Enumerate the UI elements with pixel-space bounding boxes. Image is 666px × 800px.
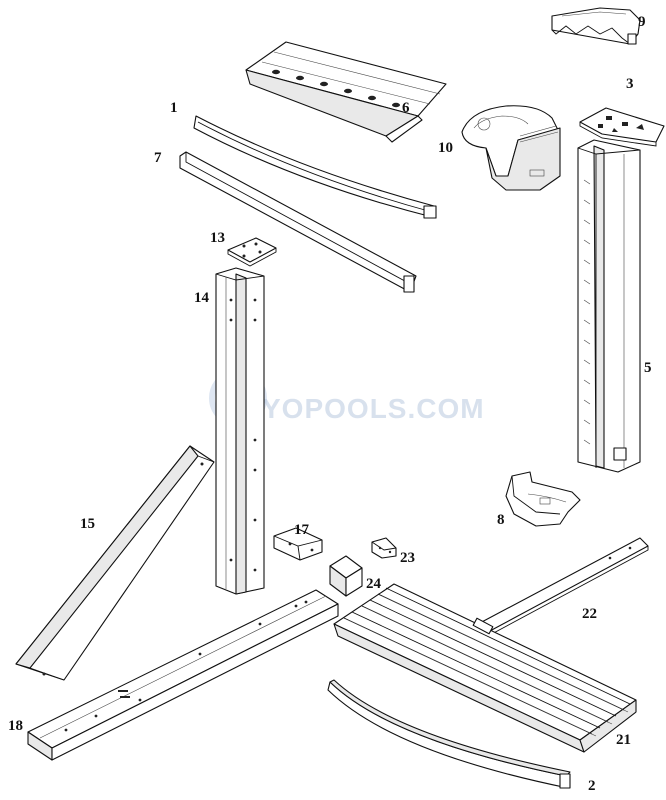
watermark-text: INYOPOOLS.COM	[232, 393, 485, 424]
part-6-drawing	[245, 41, 447, 143]
part-10-drawing	[461, 105, 561, 191]
callout-15: 15	[80, 516, 95, 532]
part-13-drawing	[227, 237, 277, 267]
callout-6: 6	[402, 100, 410, 116]
callout-23: 23	[400, 550, 415, 566]
callout-2: 2	[588, 778, 596, 794]
callout-10: 10	[438, 140, 453, 156]
callout-13: 13	[210, 230, 225, 246]
callout-3: 3	[626, 76, 634, 92]
part-18-drawing	[27, 589, 339, 761]
part-23-drawing	[371, 537, 397, 559]
part-2-drawing	[327, 679, 571, 789]
callout-14: 14	[194, 290, 210, 306]
callout-17: 17	[294, 522, 310, 538]
part-14-drawing	[215, 267, 265, 595]
callout-5: 5	[644, 360, 652, 376]
callout-21: 21	[616, 732, 631, 748]
part-5-drawing	[577, 139, 641, 473]
callout-22: 22	[582, 606, 597, 622]
part-17-drawing	[273, 527, 323, 561]
callout-7: 7	[154, 150, 162, 166]
part-15-drawing	[15, 445, 215, 681]
part-1-drawing	[193, 115, 437, 219]
callouts: 1 2 3 5 6 7 8 9 10 13 14 15 17 18 21 22 …	[8, 14, 652, 794]
callout-18: 18	[8, 718, 23, 734]
part-22-drawing	[477, 537, 649, 637]
callout-1: 1	[170, 100, 178, 116]
part-7-drawing	[179, 151, 417, 293]
part-21-drawing	[333, 583, 637, 753]
part-8-drawing	[505, 471, 581, 527]
callout-9: 9	[638, 14, 646, 30]
part-24-drawing	[329, 555, 363, 597]
part-9-drawing	[551, 7, 641, 45]
callout-8: 8	[497, 512, 505, 528]
part-3-drawing	[579, 107, 665, 147]
callout-24: 24	[366, 576, 382, 592]
